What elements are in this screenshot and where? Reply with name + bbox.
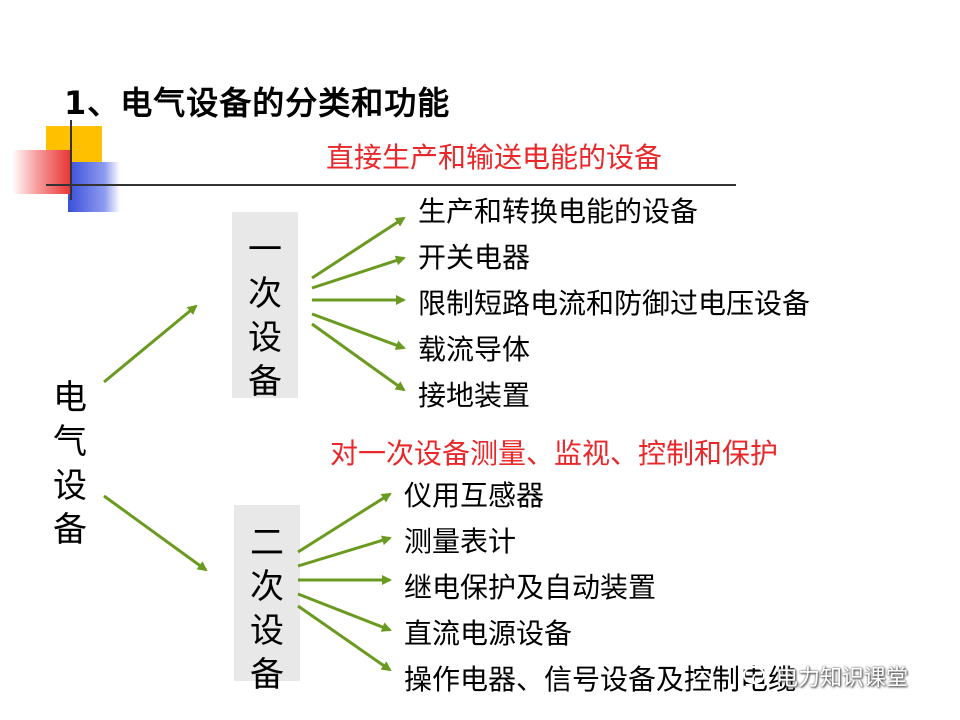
root-node-electrical-equipment: 电 气 设 备 xyxy=(50,376,90,552)
primary-char: 设 xyxy=(248,318,282,358)
primary-item: 开关电器 xyxy=(418,241,531,274)
secondary-char: 次 xyxy=(250,567,284,607)
arrow-root-to-secondary xyxy=(103,494,208,572)
primary-item: 载流导体 xyxy=(418,333,531,366)
page-title: 1、电气设备的分类和功能 xyxy=(64,84,451,122)
arrow-primary-1 xyxy=(311,216,406,280)
secondary-header: 对一次设备测量、监视、控制和保护 xyxy=(330,437,779,470)
red-square xyxy=(12,150,72,194)
primary-header: 直接生产和输送电能的设备 xyxy=(326,141,663,174)
root-char: 设 xyxy=(53,466,87,506)
primary-item: 限制短路电流和防御过电压设备 xyxy=(418,287,811,320)
secondary-equipment-node: 二 次 设 备 xyxy=(234,505,300,695)
secondary-item: 操作电器、信号设备及控制电缆 xyxy=(404,663,797,696)
arrow-primary-5 xyxy=(311,322,406,392)
secondary-item: 仪用互感器 xyxy=(404,479,545,512)
primary-char: 次 xyxy=(248,274,282,314)
secondary-char: 二 xyxy=(250,523,284,563)
secondary-char: 设 xyxy=(250,611,284,651)
arrow-secondary-2 xyxy=(297,535,392,568)
primary-item: 生产和转换电能的设备 xyxy=(418,195,699,228)
secondary-item: 直流电源设备 xyxy=(404,617,573,650)
arrow-secondary-4 xyxy=(297,592,392,632)
root-char: 电 xyxy=(53,378,87,418)
primary-char: 备 xyxy=(248,362,282,402)
corner-decoration xyxy=(0,0,140,220)
primary-equipment-node: 一 次 设 备 xyxy=(232,212,298,402)
secondary-item: 测量表计 xyxy=(404,525,517,558)
arrow-primary-4 xyxy=(311,312,406,350)
arrow-secondary-5 xyxy=(297,604,392,672)
arrow-secondary-1 xyxy=(297,492,392,554)
secondary-char: 备 xyxy=(250,655,284,695)
root-char: 气 xyxy=(53,422,87,462)
arrow-root-to-primary xyxy=(103,304,198,384)
root-char: 备 xyxy=(53,510,87,550)
title-underline xyxy=(46,184,736,186)
wechat-icon xyxy=(743,666,770,687)
vertical-rule xyxy=(70,120,72,200)
primary-char: 一 xyxy=(248,230,282,270)
watermark-text: 电力知识课堂 xyxy=(776,666,909,691)
blue-square xyxy=(68,162,120,212)
primary-item: 接地装置 xyxy=(418,379,531,412)
arrow-primary-2 xyxy=(311,255,406,290)
secondary-item: 继电保护及自动装置 xyxy=(404,571,657,604)
